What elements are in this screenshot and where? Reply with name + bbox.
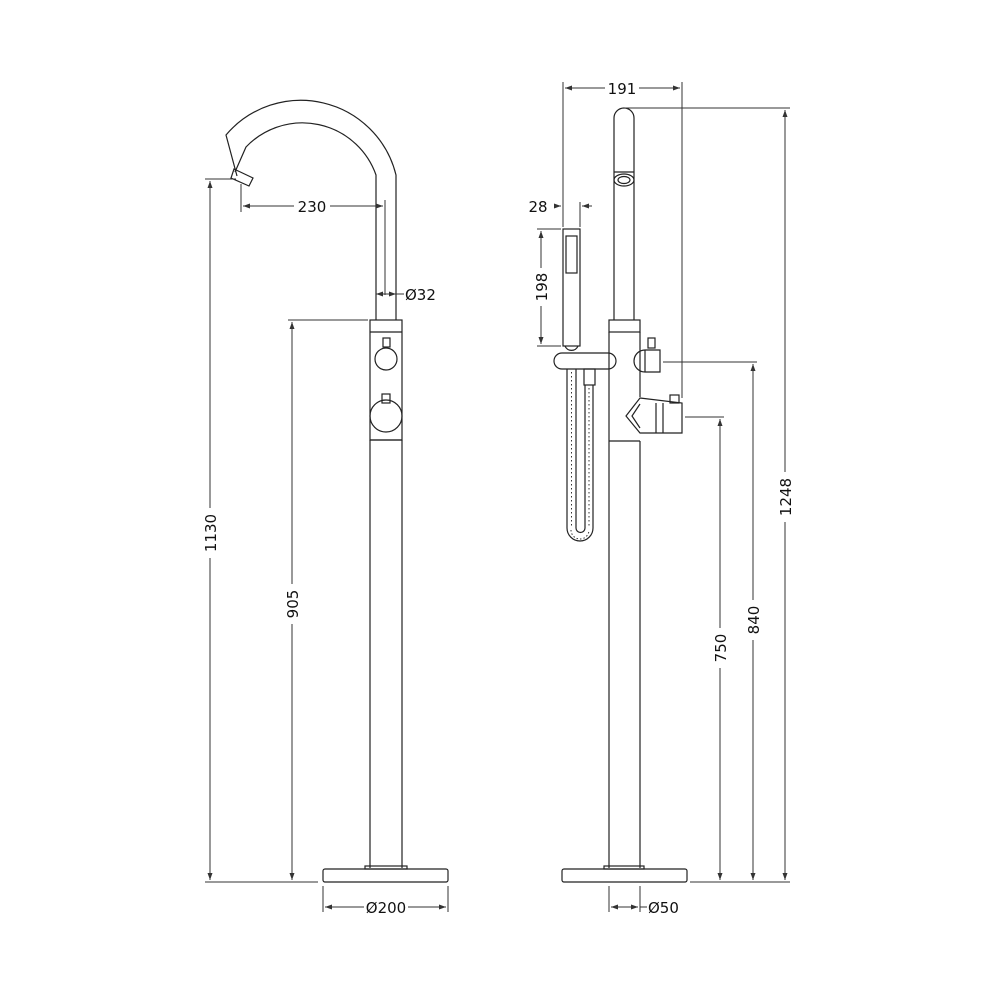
dim-label-valve-height: 905 xyxy=(284,590,302,619)
dim-label-spout-height: 1130 xyxy=(202,514,220,552)
base-plate-side xyxy=(561,868,688,883)
dim-label-handset-length: 198 xyxy=(533,273,551,302)
dim-pipe-diameter-side: Ø50 xyxy=(608,886,679,917)
dim-overall-depth: 191 xyxy=(562,78,683,398)
dim-spout-reach: 230 xyxy=(240,184,386,295)
dim-pipe-diameter: Ø32 xyxy=(376,286,436,304)
side-view: 191 28 198 1248 840 xyxy=(528,78,795,917)
dim-label-overall-depth: 191 xyxy=(608,80,637,98)
spout xyxy=(225,99,397,320)
dim-label-upper-control-height: 840 xyxy=(745,606,763,635)
front-view: 230 Ø32 1130 905 Ø200 xyxy=(200,99,449,917)
shower-hose xyxy=(566,368,596,542)
dim-label-handset-width: 28 xyxy=(528,198,547,216)
dim-label-overall-height: 1248 xyxy=(777,478,795,516)
dim-label-pipe-diameter: Ø32 xyxy=(405,286,436,304)
dim-valve-height: 905 xyxy=(282,319,368,880)
stem xyxy=(364,440,408,870)
base-plate xyxy=(322,868,449,883)
dim-overall-height: 1248 xyxy=(624,107,795,880)
dim-handset-length: 198 xyxy=(531,228,561,347)
dim-spout-height: 1130 xyxy=(200,178,318,883)
valve-body-side xyxy=(608,319,683,868)
riser-pipe xyxy=(613,107,635,320)
dim-label-lower-control-height: 750 xyxy=(712,634,730,663)
dim-lower-control-height: 750 xyxy=(685,416,730,880)
dim-label-spout-reach: 230 xyxy=(298,198,327,216)
dim-label-pipe-diameter-side: Ø50 xyxy=(648,899,679,917)
dim-upper-control-height: 840 xyxy=(663,361,763,880)
handset-holder xyxy=(553,352,617,370)
dim-label-base-diameter: Ø200 xyxy=(366,899,406,917)
handset xyxy=(562,228,581,351)
valve-body xyxy=(369,319,403,441)
dim-handset-width: 28 xyxy=(528,198,592,227)
dim-base-diameter: Ø200 xyxy=(322,886,449,917)
